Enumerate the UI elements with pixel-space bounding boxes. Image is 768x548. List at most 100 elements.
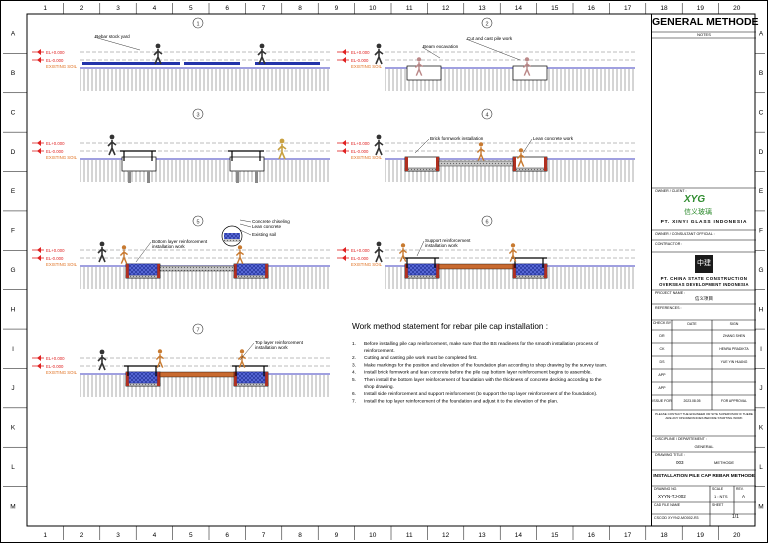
statement-item-number: 4.	[352, 370, 356, 376]
lean-concrete	[125, 382, 161, 387]
statement-item-text: Make markings for the position and eleva…	[364, 362, 607, 368]
grid-col-label: 20	[733, 532, 741, 539]
drawing-code: 003	[676, 460, 684, 465]
grid-col-label: 17	[624, 532, 632, 539]
grid-row-label: G	[10, 267, 15, 274]
excavation-pit	[121, 156, 157, 172]
soil-hatch	[80, 375, 330, 397]
statement-item-text: shop drawing.	[364, 384, 394, 390]
worker-figure	[235, 245, 245, 264]
brick-formwork	[544, 157, 547, 171]
worker-head	[376, 43, 382, 49]
rev-label: REV.	[736, 487, 744, 491]
level-top-label: EL+0.000	[46, 356, 65, 361]
lean-concrete	[404, 274, 440, 279]
brick-formwork	[234, 264, 237, 278]
statement-item-text: Then install the bottom layer reinforcem…	[364, 377, 602, 383]
disclaimer: PLEASE CONTACT THE ENGINEER OR SITE SUPE…	[655, 412, 753, 420]
worker-body	[235, 250, 245, 264]
leader-line	[416, 240, 425, 257]
worker-head	[279, 138, 285, 144]
excavation-pit	[229, 156, 265, 172]
level-top-label: EL+0.000	[46, 50, 65, 55]
grid-col-label: 19	[697, 5, 705, 12]
step-number: 2	[485, 21, 488, 27]
grid-col-label: 4	[153, 532, 157, 539]
pile-head	[128, 171, 131, 183]
step-annotation: installation work	[425, 243, 458, 248]
detail-rebar	[224, 233, 240, 239]
existing-soil-label: EXISTING SOIL	[351, 155, 383, 160]
grid-row-label: M	[10, 503, 15, 510]
drawing-type: METHODE	[714, 460, 734, 465]
worker-head	[416, 57, 422, 62]
grid-col-label: 20	[733, 5, 741, 12]
worker-body	[374, 49, 384, 65]
worker-figure	[508, 243, 518, 262]
rebar-mesh	[236, 371, 266, 384]
step-number-badge: 6	[481, 215, 493, 227]
level-top-label: EL+0.000	[351, 248, 370, 253]
lean-concrete	[512, 274, 548, 279]
worker-head	[157, 349, 163, 354]
grid-col-label: 8	[298, 532, 302, 539]
worker-body	[522, 62, 532, 76]
worker-body	[153, 49, 163, 65]
step-number-circle	[192, 215, 204, 227]
owner-label: OWNER / CLIENT :	[655, 189, 687, 193]
pile-head	[255, 171, 258, 183]
worker-figure	[277, 138, 287, 160]
contractor-logo: 中建	[695, 255, 713, 273]
worker-head	[109, 134, 115, 140]
rebar-stock	[184, 62, 240, 65]
grid-col-label: 2	[80, 532, 84, 539]
leader-line	[421, 46, 441, 59]
worker-body	[155, 354, 165, 368]
worker-body	[277, 144, 287, 160]
worker-head	[524, 57, 530, 62]
grid-row-label: A	[11, 31, 16, 38]
worker-head	[239, 349, 245, 354]
rev-row-name: ZHANG SHEN	[722, 334, 746, 338]
grid-col-label: 12	[442, 532, 450, 539]
step-number-circle	[192, 323, 204, 335]
step-annotation: Rebar stock yard	[95, 34, 130, 39]
tie-beam	[438, 263, 514, 270]
rev-row-name: FOR APPROVAL	[721, 399, 747, 403]
worker-figure	[374, 43, 384, 65]
grid-row-label: F	[11, 228, 15, 235]
worker-figure	[119, 245, 129, 264]
grid-col-label: 19	[697, 532, 705, 539]
tie-beam	[159, 265, 235, 272]
worker-head	[518, 148, 524, 153]
leader-line	[522, 138, 533, 154]
statement-item-text: Install the top layer reinforcement of t…	[364, 398, 558, 404]
consultant-label: OWNER / CONSULTANT OFFICIAL :	[655, 232, 715, 236]
grid-row-label: J	[759, 385, 762, 392]
worker-head	[99, 241, 105, 247]
discipline-label: DISCIPLINE / DEPARTEMENT :	[655, 437, 707, 441]
rev-row-code: DS	[659, 360, 665, 364]
grid-col-label: 4	[153, 5, 157, 12]
grid-col-label: 8	[298, 5, 302, 12]
pile-head	[236, 171, 239, 183]
grid-col-label: 14	[515, 532, 523, 539]
worker-body	[119, 250, 129, 264]
file-value: CSCOD XYYN2-MO002-R3	[654, 516, 699, 520]
sheet-label: SHEET	[712, 503, 724, 507]
grid-row-label: G	[758, 267, 763, 274]
level-top-label: EL+0.000	[351, 141, 370, 146]
detail-callout	[221, 225, 243, 247]
rev-header-sign: SIGN	[729, 322, 739, 326]
soil-hatch	[385, 69, 635, 91]
rev-value: A	[742, 494, 746, 499]
leader-line	[414, 138, 430, 154]
worker-figure	[522, 57, 532, 76]
worker-figure	[153, 43, 163, 65]
rev-row-name: HENRA PRADIKTA	[719, 347, 749, 351]
brick-formwork	[513, 157, 516, 171]
existing-soil-label: EXISTING SOIL	[46, 262, 78, 267]
step-annotation: Existing soil	[252, 232, 276, 237]
